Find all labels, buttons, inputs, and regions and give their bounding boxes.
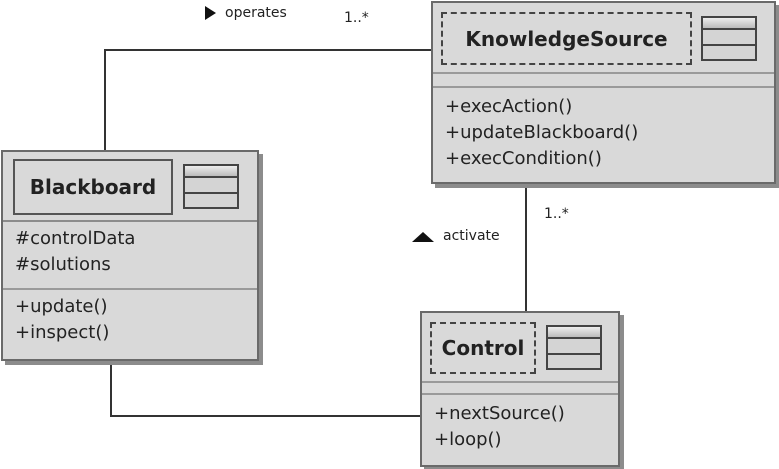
blackboard-class: Blackboard #controlData #solutions +upda… (1, 150, 259, 361)
operates-label: operates (225, 5, 287, 21)
knowledgesource-class: KnowledgeSource +execAction() +updateBla… (431, 1, 776, 184)
operations-compartment: +update() +inspect() (3, 290, 257, 346)
operation-item: +execCondition() (445, 148, 602, 169)
operations-compartment: +execAction() +updateBlackboard() +execC… (433, 88, 774, 172)
operation-item: +update() (15, 296, 108, 317)
class-name: Control (430, 322, 536, 374)
attributes-compartment: #controlData #solutions (3, 222, 257, 290)
operation-item: +loop() (434, 429, 502, 450)
operates-association-line (104, 49, 433, 152)
class-name: KnowledgeSource (441, 12, 692, 65)
class-icon (183, 164, 239, 209)
class-name: Blackboard (13, 159, 173, 215)
operations-compartment: +nextSource() +loop() (422, 395, 618, 453)
operation-item: +nextSource() (434, 403, 565, 424)
activate-direction-icon (412, 232, 434, 242)
operation-item: +updateBlackboard() (445, 122, 639, 143)
class-icon (546, 325, 602, 370)
control-class: Control +nextSource() +loop() (420, 311, 620, 467)
operation-item: +execAction() (445, 96, 573, 117)
activate-label: activate (443, 228, 500, 244)
class-header: KnowledgeSource (433, 3, 774, 72)
activate-multiplicity: 1..* (544, 206, 569, 222)
attribute-item: #controlData (15, 228, 136, 249)
attributes-compartment (422, 381, 618, 395)
class-header: Control (422, 313, 618, 381)
class-header: Blackboard (3, 152, 257, 222)
operation-item: +inspect() (15, 322, 110, 343)
class-icon (701, 16, 757, 61)
blackboard-control-line (110, 362, 420, 417)
operates-multiplicity: 1..* (344, 10, 369, 26)
operates-direction-icon (205, 6, 216, 20)
attribute-item: #solutions (15, 254, 111, 275)
attributes-compartment (433, 72, 774, 88)
